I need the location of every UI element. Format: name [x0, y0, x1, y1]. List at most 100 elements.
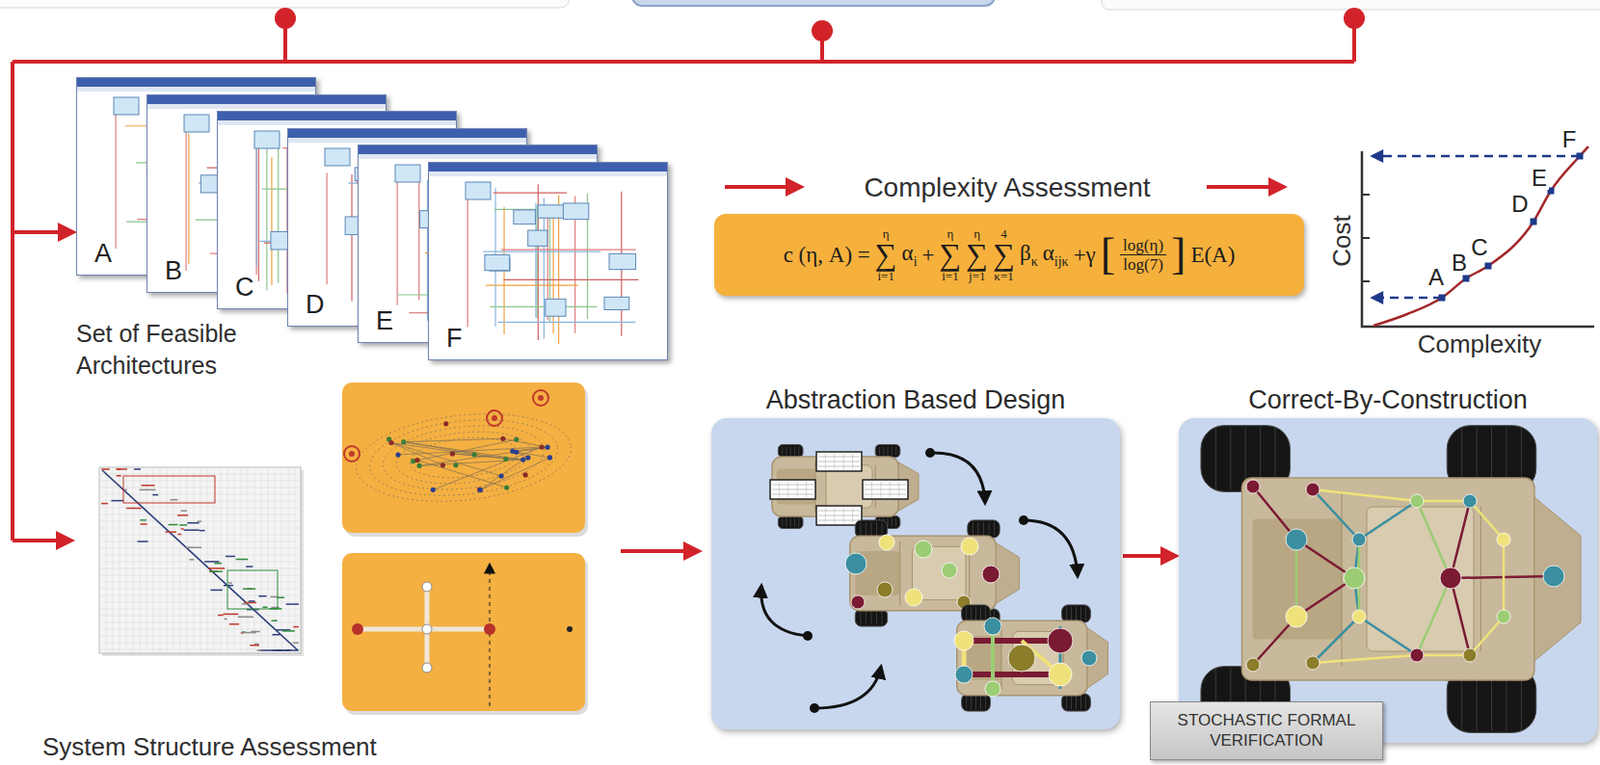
network-3d-plot — [344, 390, 576, 511]
table-box — [770, 480, 816, 500]
wheel — [777, 515, 803, 529]
dsm-mark — [254, 643, 260, 646]
network-dot — [443, 421, 449, 427]
network-dot — [414, 457, 420, 463]
vehicle-top-view — [850, 520, 1020, 627]
wheel-tread — [970, 695, 972, 710]
component-block — [465, 182, 491, 200]
component-block — [113, 97, 139, 115]
wheel — [1062, 605, 1092, 623]
menu-bar — [217, 120, 456, 126]
formula-group: c (η, A) = — [783, 243, 871, 267]
formula-group: αijκ — [1042, 241, 1069, 269]
graph-link — [963, 671, 1061, 678]
dsm-grid — [247, 467, 249, 654]
data-point — [1463, 275, 1470, 283]
data-point — [1439, 294, 1446, 302]
dsm-mark — [286, 603, 299, 606]
table-rule — [825, 453, 827, 470]
dsm-mark — [139, 519, 146, 522]
dsm-mark — [101, 468, 110, 471]
graph-link — [963, 638, 1061, 644]
component-block — [395, 164, 421, 183]
graph-link — [1502, 539, 1506, 617]
vehicle-nose — [1534, 497, 1581, 662]
table-rule — [818, 520, 860, 522]
dsm-mark — [168, 524, 179, 527]
formula-term: i=1 — [877, 269, 894, 283]
component-dot — [1306, 656, 1320, 670]
dsm-grid — [160, 467, 161, 654]
dsm-grid — [180, 467, 182, 654]
component-dot — [941, 562, 958, 579]
wheel — [854, 520, 887, 538]
dsm-grid — [99, 467, 101, 654]
plot-dot — [483, 623, 496, 636]
table-rule — [864, 494, 907, 496]
wire — [270, 157, 272, 286]
formula-term: [ — [1100, 229, 1116, 279]
dsm-mark — [177, 514, 188, 517]
title-bar — [288, 129, 527, 138]
graph-link — [1359, 501, 1417, 540]
dsm-grid — [99, 541, 301, 543]
dsm-mark — [238, 616, 254, 619]
title-bar — [428, 162, 667, 172]
network-link — [452, 453, 523, 460]
wire — [485, 284, 579, 286]
wheel-tread — [785, 517, 787, 527]
dsm-mark — [223, 618, 227, 621]
dsm-mark — [270, 620, 277, 623]
formula-term: κ — [1031, 253, 1039, 268]
component-dot — [1048, 663, 1072, 687]
table-rule — [818, 515, 860, 517]
wheel-tread — [881, 522, 883, 536]
vehicle-body — [850, 535, 997, 611]
target-dot — [348, 451, 355, 457]
red-arrow — [1206, 185, 1284, 189]
dashed-arrow — [1372, 155, 1580, 159]
dashed-axis — [488, 564, 490, 707]
cabin — [1366, 506, 1474, 652]
dsm-grid — [119, 467, 121, 654]
dsm-grid — [220, 467, 222, 654]
wheel-tread — [1085, 695, 1087, 710]
component-block — [562, 202, 588, 219]
plot-dot — [422, 624, 432, 635]
dsm-grid — [234, 467, 236, 654]
wheel-tread — [1215, 427, 1217, 491]
rotation-arrow — [761, 586, 808, 637]
panel-illustration — [1178, 385, 1598, 744]
dsm-grid — [99, 568, 301, 570]
component-dot — [1352, 610, 1366, 624]
dsm-mark — [197, 520, 203, 523]
formula-group: [ — [1100, 232, 1116, 277]
formula-term: ∑ — [875, 240, 898, 269]
graph-link — [1416, 578, 1451, 656]
wire — [503, 278, 639, 280]
network-link — [403, 438, 504, 442]
dsm-grid — [99, 615, 301, 617]
plot-dot — [566, 626, 573, 633]
dsm-grid — [99, 649, 301, 651]
illustration-group — [1200, 426, 1581, 734]
wheel-tread — [1070, 607, 1072, 621]
target-ring — [486, 410, 503, 427]
target-dot — [491, 415, 498, 422]
body-seam — [899, 541, 901, 606]
wheel-tread — [870, 522, 872, 536]
graph-link — [1312, 489, 1417, 502]
point-label: C — [1468, 236, 1490, 260]
dsm-cluster — [123, 476, 215, 504]
body-seam — [1480, 506, 1482, 652]
point-label: A — [1426, 266, 1446, 290]
wire — [326, 172, 328, 285]
wheel-tread — [1080, 607, 1082, 621]
dsm-mark — [208, 567, 225, 570]
wheel — [777, 444, 803, 457]
graph-link — [1312, 489, 1360, 540]
formula-term: ∑ — [965, 240, 988, 269]
formula-term: η — [882, 227, 890, 240]
formula-term: j=1 — [968, 269, 986, 283]
wheel-tread — [980, 695, 982, 710]
